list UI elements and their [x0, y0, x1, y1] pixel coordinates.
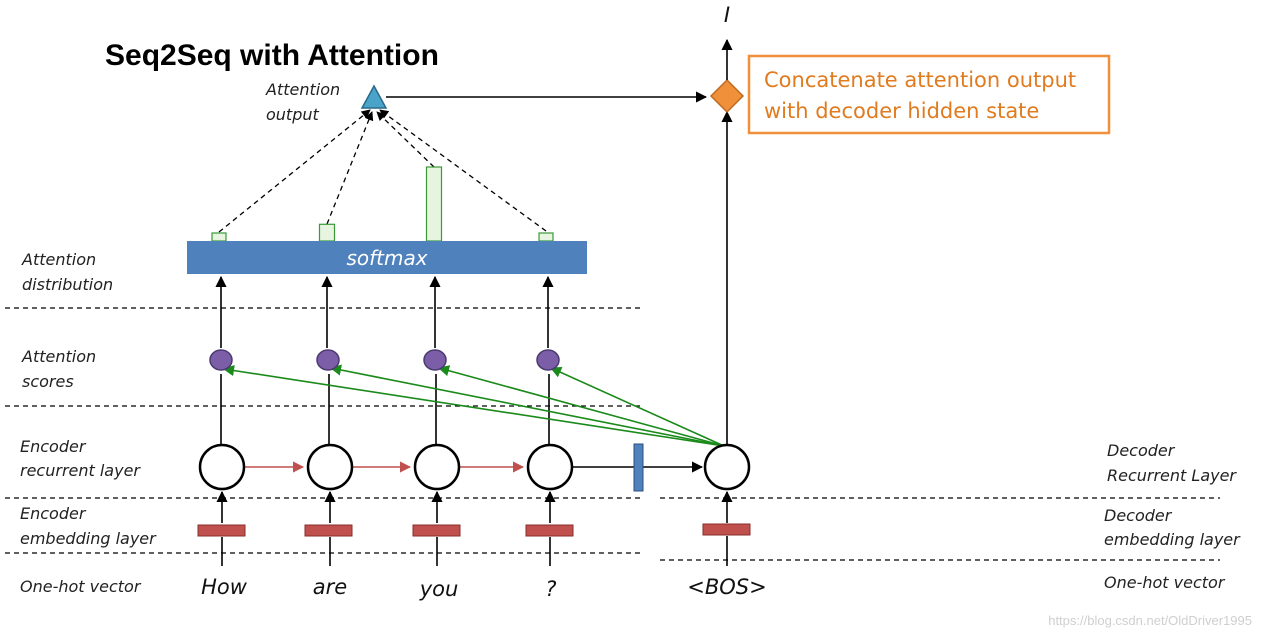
weight-dashed-line [218, 109, 371, 233]
score-input-arrow [222, 364, 725, 447]
attention-weight-bar [318, 223, 336, 242]
attention-weighting-lines [218, 109, 547, 233]
context-vector [633, 443, 644, 492]
attention-score-nodes [209, 349, 560, 371]
decoder-embedding-label: Decoder [1104, 506, 1173, 525]
attention-output-label: output [266, 105, 320, 124]
output-token: I [724, 3, 730, 27]
encoder-recurrent-label: recurrent layer [20, 461, 141, 480]
softmax-label: softmax [346, 246, 427, 270]
encoder-hidden-states [198, 443, 574, 491]
score-input-arrow [329, 364, 725, 447]
decoder-to-score-arrows [222, 364, 725, 447]
attention-distribution-label: Attention [21, 250, 96, 269]
encoder-embedding [304, 524, 353, 537]
encoder-embedding [197, 524, 246, 537]
attention-distribution-label: distribution [22, 275, 113, 294]
encoder-embedding [525, 524, 574, 537]
layer-separators [5, 307, 1220, 561]
attention-scores-label: Attention [21, 347, 96, 366]
attention-score-node [316, 349, 340, 371]
concat-diamond [709, 78, 745, 114]
decoder-embedding-label: embedding layer [1104, 530, 1241, 549]
attention-weight-bar [538, 232, 554, 242]
attention-output-triangle [360, 84, 388, 109]
encoder-hidden-state [306, 443, 354, 491]
score-input-arrow [549, 367, 725, 447]
attention-distribution-bars [211, 166, 554, 242]
attention-score-node [423, 349, 447, 371]
encoder-word: are [313, 575, 347, 599]
attention-output-label: Attention [265, 80, 340, 99]
attention-scores-label: scores [22, 372, 74, 391]
one-hot-vector-label: One-hot vector [20, 577, 142, 596]
decoder-embedding [702, 523, 751, 536]
encoder-recurrent-label: Encoder [20, 437, 87, 456]
decoder-word: <BOS> [687, 575, 766, 599]
decoder-recurrent-label: Decoder [1107, 441, 1176, 460]
watermark: https://blog.csdn.net/OldDriver1995 [1048, 613, 1252, 628]
encoder-embedding-label: Encoder [20, 504, 87, 523]
encoder-hidden-state [198, 443, 246, 491]
concat-note-line: with decoder hidden state [764, 99, 1039, 123]
encoder-embedding [412, 524, 461, 537]
right-labels: Decoder Recurrent Layer Decoder embeddin… [1104, 441, 1241, 592]
weight-dashed-line [379, 109, 547, 232]
encoder-hidden-state [526, 443, 574, 491]
encoder-word: ? [545, 577, 556, 601]
input-words: How are you ? <BOS> [201, 575, 767, 601]
attention-score-node [209, 349, 233, 371]
embedding-to-hidden-arrows [216, 490, 733, 523]
softmax-bar [187, 241, 587, 274]
encoder-word: How [201, 575, 248, 599]
left-labels: Attention distribution Attention scores … [20, 250, 157, 596]
decoder-recurrent-label: Recurrent Layer [1107, 466, 1237, 485]
concat-note-box [747, 54, 1111, 135]
word-to-embedding-lines [221, 536, 728, 566]
weight-dashed-line [376, 111, 435, 168]
embedding-bars [197, 523, 751, 537]
score-to-softmax-arrows [215, 275, 554, 348]
decoder-hidden-state [703, 443, 751, 491]
score-input-arrow [437, 365, 725, 447]
attention-weight-bar [425, 166, 443, 242]
diagram-title: Seq2Seq with Attention [105, 39, 439, 72]
attention-score-node [536, 349, 560, 371]
decoder-one-hot-vector-label: One-hot vector [1104, 573, 1226, 592]
weight-dashed-line [326, 111, 374, 225]
concat-note-line: Concatenate attention output [764, 68, 1076, 92]
encoder-hidden-state [413, 443, 461, 491]
encoder-embedding-label: embedding layer [20, 529, 157, 548]
encoder-word: you [419, 577, 459, 601]
attention-weight-bar [211, 232, 227, 242]
